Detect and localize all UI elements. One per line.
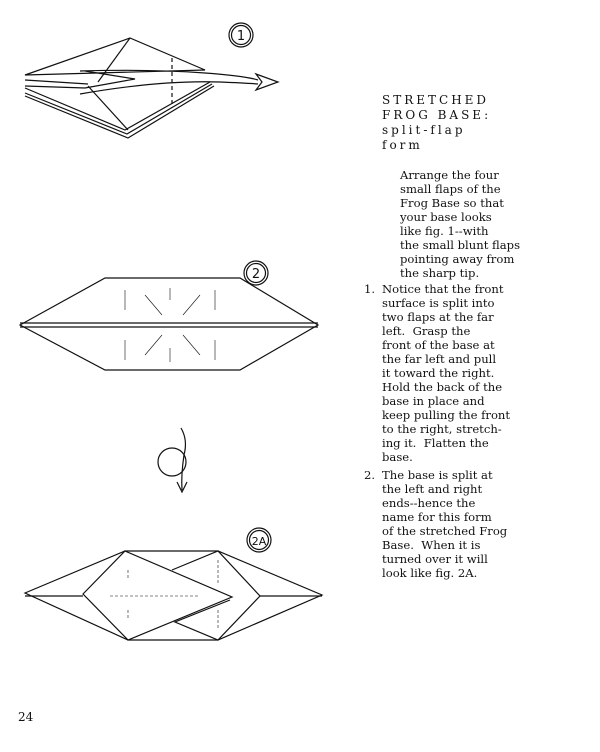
step-number: 1. [364,282,376,296]
figure-2-diagram: 2 [18,260,320,371]
intro-paragraph: Arrange the four small flaps of the Frog… [400,168,521,280]
section-heading: STRETCHED FROG BASE: split-flap form [382,93,491,153]
figure-1-diagram: 1 [24,22,280,139]
heading-line: form [382,138,423,152]
heading-line: FROG BASE: [382,108,492,122]
figure-2a-label: 2A [252,535,267,548]
step-number: 2. [364,468,376,482]
turn-over-symbol [157,427,188,494]
step-2-text: The base is split at the left and right … [382,468,508,580]
step-1-text: Notice that the front surface is split i… [382,282,511,464]
page-number: 24 [18,710,34,724]
heading-line: split-flap [382,123,466,137]
figure-2-label: 2 [252,267,260,282]
figure-1-label: 1 [237,29,245,44]
heading-line: STRETCHED [382,93,490,107]
figure-2a-diagram: 2A [23,527,324,641]
